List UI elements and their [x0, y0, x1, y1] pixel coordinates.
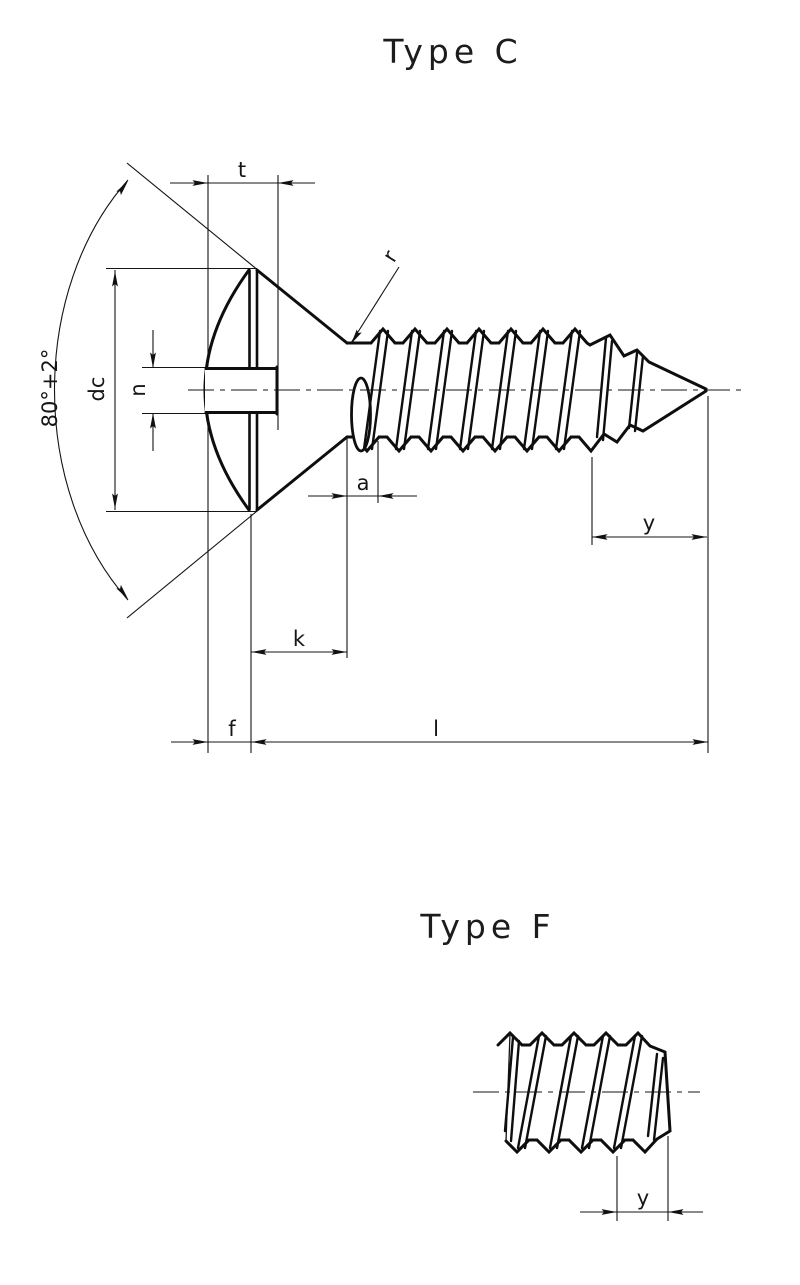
- type-f-title: Type F: [419, 907, 555, 946]
- dimension-arrowhead: [668, 1209, 684, 1215]
- dim-label-n: n: [126, 383, 150, 396]
- thread-outline-top: [345, 326, 708, 391]
- dimension-arrowhead: [592, 534, 608, 540]
- dim-label-l: l: [433, 717, 439, 741]
- dimension-arrowhead: [351, 329, 362, 344]
- dim-label-head-angle: 80°+2°: [38, 349, 62, 428]
- dim-label-y: y: [643, 511, 655, 535]
- dimension-arrowhead: [278, 180, 294, 186]
- head-cone-bottom: [255, 435, 349, 512]
- dimension-arrowhead: [192, 739, 208, 745]
- dim-label-dc: dc: [85, 377, 109, 402]
- dimension-arrowhead: [251, 649, 267, 655]
- dim-label-t: t: [238, 158, 246, 182]
- dimension-arrowhead: [150, 413, 156, 429]
- dimension-lines-f: [580, 1136, 703, 1221]
- dimension-arrowhead: [378, 493, 394, 499]
- dim-label-k: k: [293, 627, 306, 651]
- dim-label-a: a: [357, 471, 370, 495]
- dim-label-f: f: [228, 717, 236, 741]
- dimension-labels: t dc n 80°+2° r a y k f l: [38, 158, 655, 741]
- dimension-arrowhead: [251, 739, 267, 745]
- dimension-arrowhead: [150, 352, 156, 368]
- dimension-arrowhead: [692, 739, 708, 745]
- dim-label-r: r: [378, 246, 403, 266]
- type-c-drawing: Type C: [38, 32, 745, 753]
- head-cone-top: [255, 268, 349, 345]
- dimension-arrowhead: [331, 493, 347, 499]
- dim-label-y-f: y: [637, 1186, 649, 1210]
- dimension-arrowhead: [112, 493, 118, 509]
- type-c-title: Type C: [382, 32, 522, 71]
- dimension-arrowhead: [601, 1209, 617, 1215]
- dimension-arrowhead: [691, 534, 707, 540]
- dimension-arrowhead: [192, 180, 208, 186]
- type-f-drawing: Type F y: [419, 907, 703, 1221]
- dimension-arrowhead: [331, 649, 347, 655]
- thread-outline-bottom: [345, 389, 708, 454]
- dimension-arrowhead: [116, 584, 128, 599]
- dimension-arrowhead: [116, 181, 128, 196]
- dimension-arrowhead: [112, 271, 118, 287]
- angle-arc: [54, 179, 129, 601]
- dimension-lines: [106, 175, 709, 753]
- arrowheads: [112, 180, 708, 1215]
